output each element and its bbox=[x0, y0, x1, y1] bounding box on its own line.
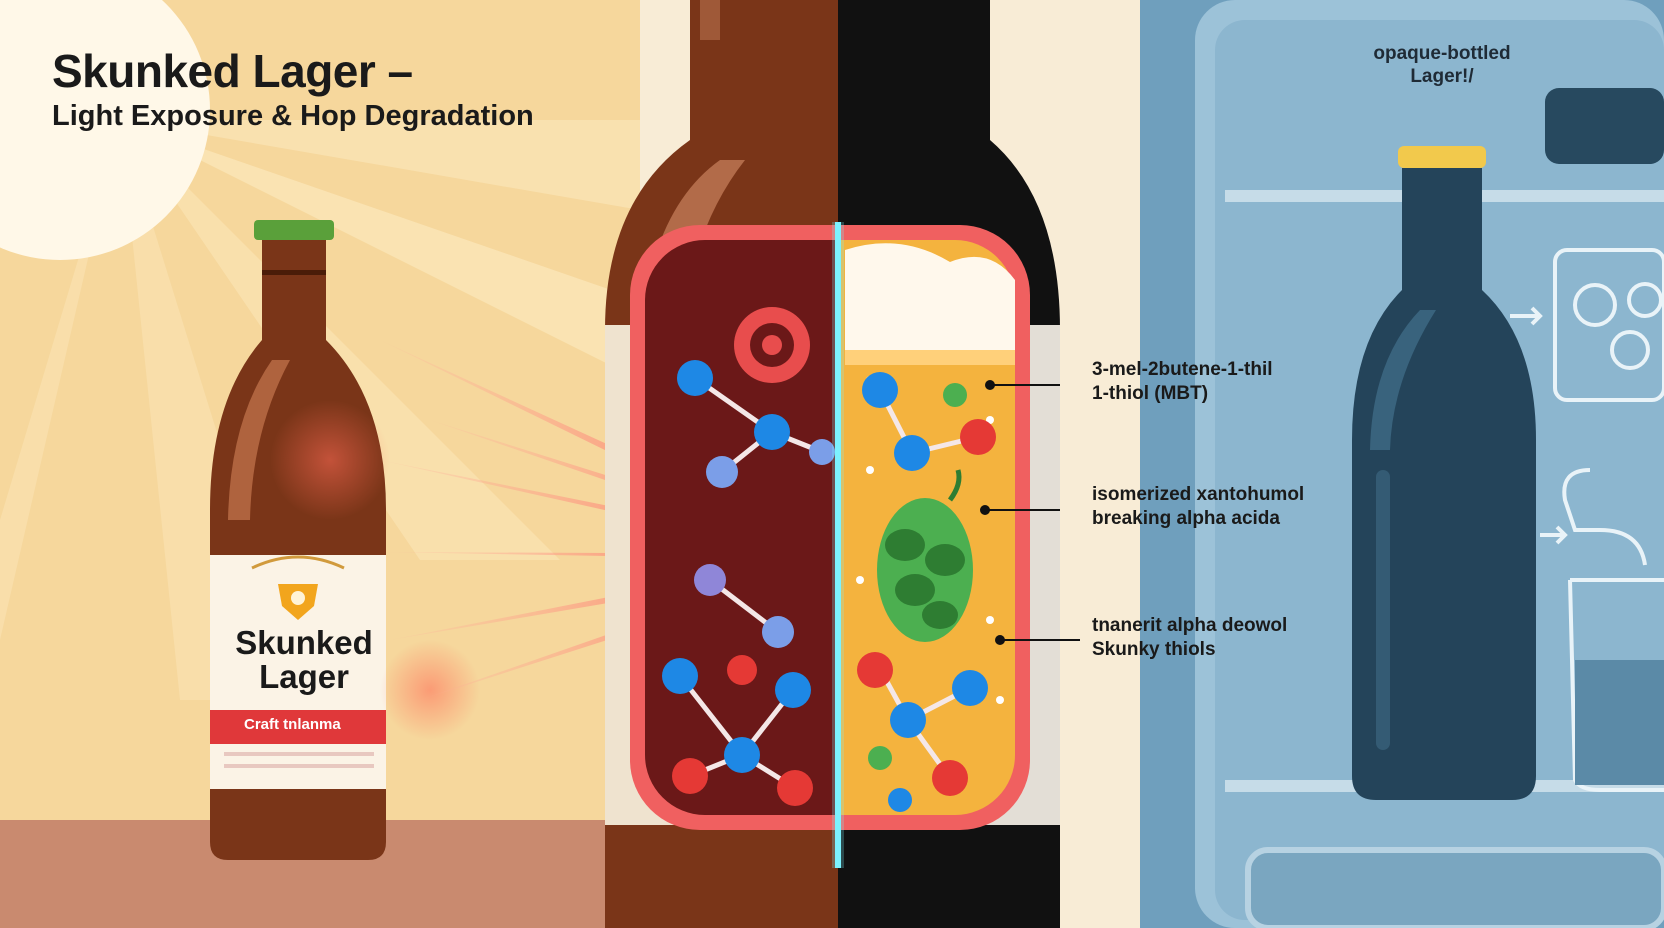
beaker-icon bbox=[1540, 468, 1664, 792]
uv-divider bbox=[835, 222, 841, 868]
annotation-line: tnanerit alpha deowol bbox=[1092, 615, 1288, 636]
opaque-bottle bbox=[1352, 146, 1536, 800]
storage-note-line1: opaque-bottled bbox=[1373, 43, 1511, 64]
annotation-line: isomerized xantohumol bbox=[1092, 484, 1305, 505]
craft-banner bbox=[210, 710, 386, 744]
craft-banner-text: Craft tnlanma bbox=[244, 716, 341, 733]
bottle-brand-line1: Skunked bbox=[235, 624, 373, 661]
annotation-line: 3-mel-2butene-1-thil bbox=[1092, 359, 1273, 380]
storage-note-line2: Lager!/ bbox=[1410, 66, 1474, 87]
annotation-line: 1-thiol (MBT) bbox=[1092, 383, 1209, 404]
bottle-brand-line2: Lager bbox=[259, 658, 349, 695]
annotation-mbt: 3-mel-2butene-1-thil 1-thiol (MBT) bbox=[1092, 358, 1273, 406]
annotation-line: Skunky thiols bbox=[1092, 639, 1216, 660]
annotation-leaders bbox=[980, 380, 1080, 645]
annotation-thiols: tnanerit alpha deowol Skunky thiols bbox=[1092, 614, 1287, 662]
page-title: Skunked Lager – bbox=[52, 45, 413, 97]
bottle-brand: Skunked Lager bbox=[204, 626, 404, 694]
ice-tray-icon bbox=[1510, 248, 1664, 402]
amber-bottle bbox=[210, 220, 386, 860]
annotation-line: breaking alpha acida bbox=[1092, 508, 1280, 529]
hop-cone-icon bbox=[877, 469, 973, 642]
storage-note: opaque-bottled Lager!/ bbox=[1352, 42, 1532, 88]
page-subtitle: Light Exposure & Hop Degradation bbox=[52, 100, 534, 132]
molecule-atoms bbox=[662, 360, 996, 812]
annotation-xanthohumol: isomerized xantohumol breaking alpha aci… bbox=[1092, 483, 1304, 531]
